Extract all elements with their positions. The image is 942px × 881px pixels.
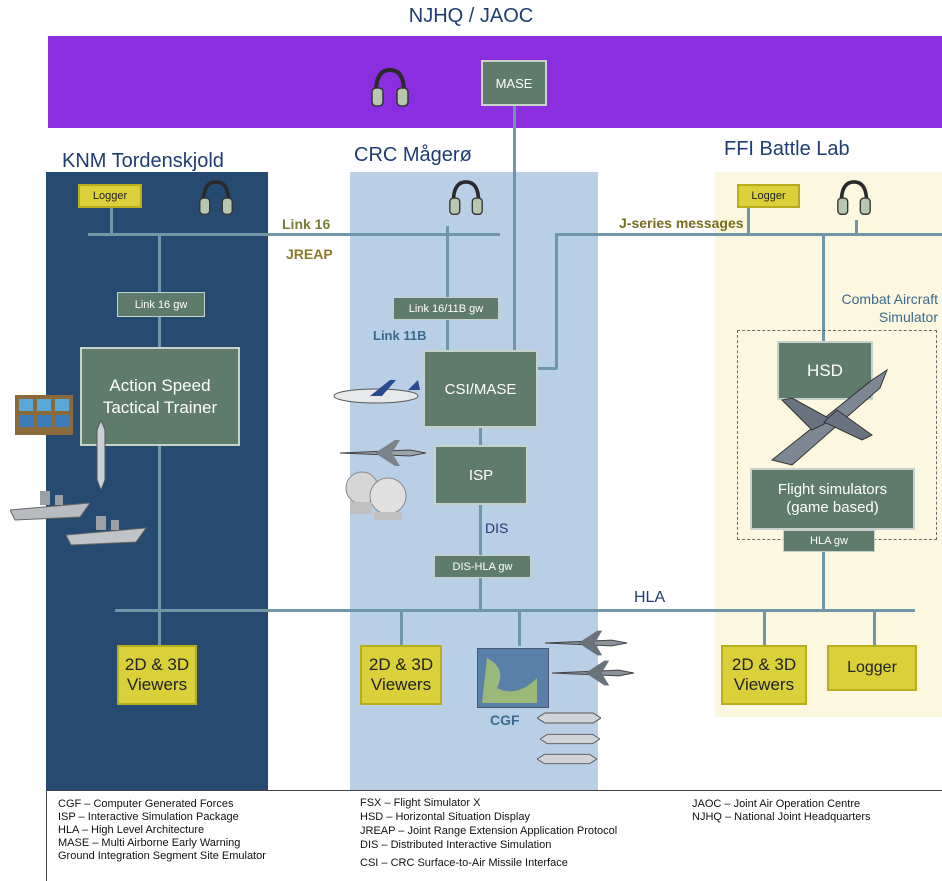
legend-entry: HSD – Horizontal Situation Display <box>360 811 530 823</box>
njhq-title: NJHQ / JAOC <box>408 5 534 27</box>
legend-entry: JREAP – Joint Range Extension Applicatio… <box>360 825 618 837</box>
right-logger-wire <box>747 206 750 234</box>
cgf-label: CGF <box>490 712 520 728</box>
map-thumbnail-icon <box>477 648 549 708</box>
logger-left-wire <box>110 206 113 234</box>
link11b-label: Link 11B <box>373 328 427 343</box>
jseries-label-text: J-series messages <box>619 215 744 231</box>
left-gateway: Link 16 gw <box>117 292 205 317</box>
right-title: FFI Battle Lab <box>724 138 850 160</box>
jreap-label: JREAP <box>286 246 333 262</box>
legend-column-3: JAOC – Joint Air Operation Centre NJHQ –… <box>692 798 871 824</box>
dis-label: DIS <box>485 520 509 536</box>
legend-entry: Ground Integration Segment Site Emulator <box>58 850 266 862</box>
headset-icon <box>371 67 409 107</box>
hla-gw-node: HLA gw <box>783 530 875 552</box>
left-title: KNM Tordenskjold <box>62 150 224 172</box>
right-logger-top: Logger <box>737 184 800 208</box>
right-viewers: 2D & 3D Viewers <box>721 645 807 705</box>
headset-icon <box>449 180 483 215</box>
dis-hla-gateway: DIS-HLA gw <box>434 555 531 578</box>
center-title: CRC Mågerø <box>354 144 472 166</box>
simulator-label: Combat Aircraft Simulator <box>828 290 938 326</box>
fighter-jet-icon <box>552 660 634 686</box>
missile-icon <box>540 733 600 745</box>
hla-gw-wire <box>822 552 825 610</box>
legend-entry: HLA – High Level Architecture <box>58 824 205 836</box>
legend-column-2: FSX – Flight Simulator X HSD – Horizonta… <box>360 796 617 870</box>
jseries-drop-wire <box>555 234 558 369</box>
flight-sim-node: Flight simulators (game based) <box>750 468 915 530</box>
center-gateway: Link 16/11B gw <box>393 297 499 320</box>
legend-entry: JAOC – Joint Air Operation Centre <box>692 798 861 810</box>
right-panel <box>715 172 942 717</box>
right-logger-bottom-wire <box>873 610 876 646</box>
hla-label: HLA <box>634 589 666 606</box>
mase-node: MASE <box>481 60 547 106</box>
center-viewers: 2D & 3D Viewers <box>360 645 442 705</box>
missile-icon <box>96 420 106 490</box>
ship-icon <box>10 491 90 521</box>
legend-entry: ISP – Interactive Simulation Package <box>58 811 239 823</box>
left-viewers: 2D & 3D Viewers <box>117 645 197 705</box>
missile-icon <box>537 712 601 724</box>
legend-entry: CSI – CRC Surface-to-Air Missile Interfa… <box>360 857 568 869</box>
jseries-csi-wire <box>537 367 557 370</box>
csi-isp-wire <box>479 428 482 446</box>
headset-icon <box>837 180 871 215</box>
legend-entry: MASE – Multi Airborne Early Warning <box>58 837 241 849</box>
right-logger-bottom: Logger <box>827 645 917 691</box>
radar-dome-icon <box>345 471 407 520</box>
cgf-wire <box>518 610 521 646</box>
csi-node: CSI/MASE <box>423 350 538 428</box>
missile-icon <box>537 753 597 765</box>
jseries-bus <box>555 233 942 236</box>
left-logger: Logger <box>78 184 142 208</box>
isp-node: ISP <box>434 445 528 505</box>
aircraft-icon <box>333 380 420 404</box>
hsd-node: HSD <box>777 341 873 400</box>
fighter-jet-icon <box>545 630 627 656</box>
legend-entry: NJHQ – National Joint Headquarters <box>692 811 871 823</box>
legend-entry: DIS – Distributed Interactive Simulation <box>360 839 552 851</box>
trainer-hla-wire <box>158 446 161 646</box>
link16-label: Link 16 <box>282 216 331 232</box>
fighter-jet-icon <box>770 368 889 466</box>
legend-entry: FSX – Flight Simulator X <box>360 797 481 809</box>
headset-icon <box>199 180 233 215</box>
legend-column-1: CGF – Computer Generated Forces ISP – In… <box>58 798 266 863</box>
simulator-label-text: Combat Aircraft Simulator <box>841 291 938 325</box>
trainer-node: Action Speed Tactical Trainer <box>80 347 240 446</box>
legend-box <box>46 790 942 881</box>
center-viewer-wire <box>400 610 403 646</box>
right-viewer-wire <box>763 610 766 646</box>
mase-down-wire <box>513 104 516 352</box>
hla-bus <box>115 609 915 612</box>
center-gw-wire <box>446 226 449 352</box>
right-sim-wire <box>822 234 825 342</box>
console-icon <box>15 395 73 435</box>
left-gw-wire <box>158 234 161 349</box>
legend-entry: CGF – Computer Generated Forces <box>58 798 234 810</box>
fighter-jet-icon <box>340 440 426 466</box>
right-headset-wire <box>855 220 858 234</box>
ship-icon <box>65 516 148 546</box>
jseries-label: J-series messages <box>619 215 744 232</box>
link16-bus <box>88 233 500 236</box>
